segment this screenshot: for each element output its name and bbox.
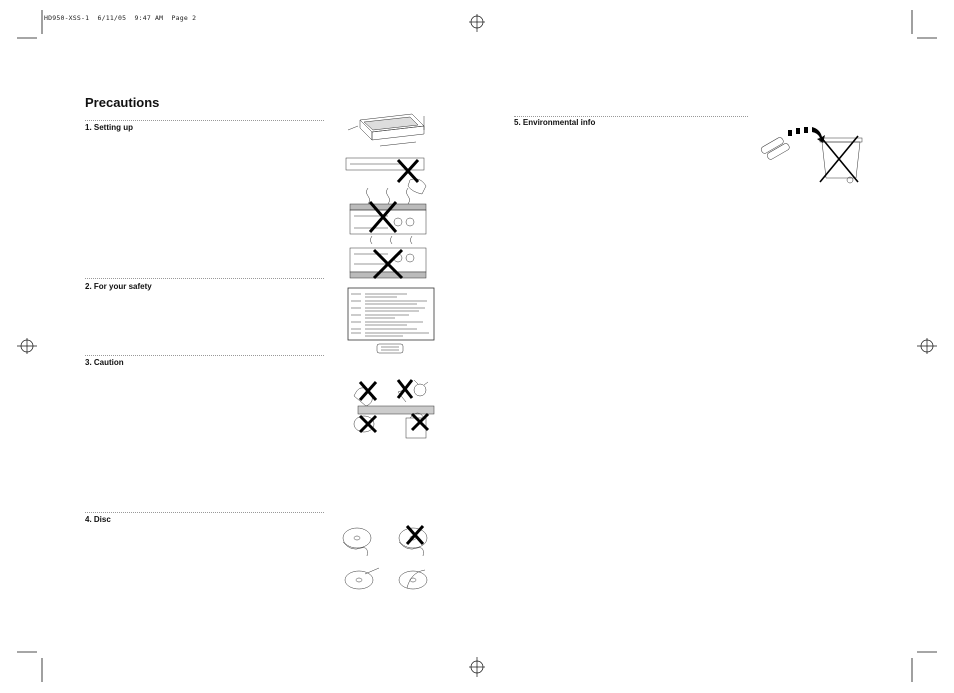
registration-mark-icon [17, 14, 937, 677]
section-divider [85, 120, 324, 121]
section-divider [85, 355, 324, 356]
crop-mark-icon [17, 10, 937, 682]
laser-label-illustration [347, 287, 435, 354]
section-divider [85, 278, 324, 279]
print-slug: HD950-XSS-1 6/11/05 9:47 AM Page 2 [44, 14, 197, 22]
battery-disposal-illustration [760, 127, 863, 184]
section-heading-environmental: 5. Environmental info [514, 118, 596, 127]
hazards-illustration [353, 379, 435, 439]
section-heading-safety: 2. For your safety [85, 282, 152, 291]
section-divider [85, 512, 324, 513]
section-heading-disc: 4. Disc [85, 515, 111, 524]
section-heading-caution: 3. Caution [85, 358, 124, 367]
disc-handling-illustration [342, 525, 428, 590]
page-title: Precautions [85, 95, 160, 110]
section-heading-setting-up: 1. Setting up [85, 123, 133, 132]
section-divider [514, 116, 748, 117]
player-placement-illustration [345, 113, 427, 280]
